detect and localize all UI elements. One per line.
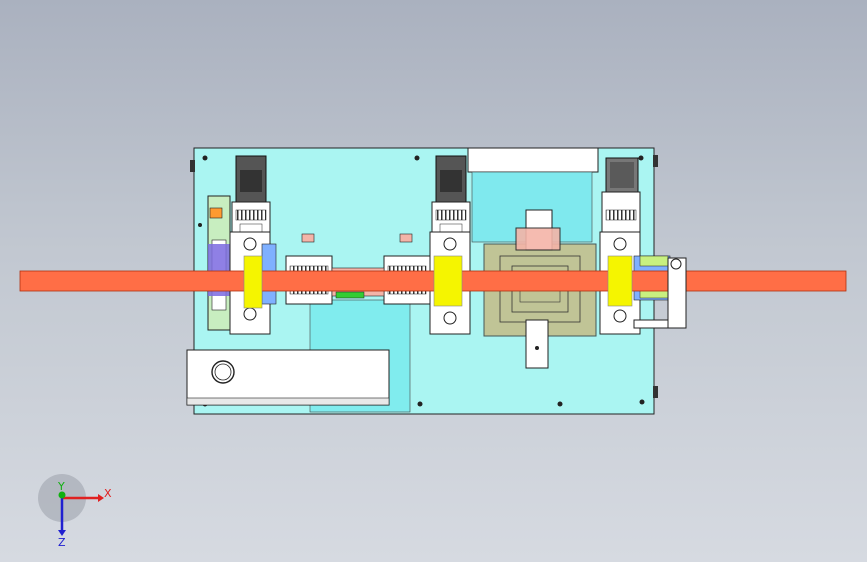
motor-middle <box>431 155 471 237</box>
tooling-block <box>483 209 597 369</box>
coordinate-triad: X Y Z <box>38 474 112 549</box>
roller-middle <box>433 255 463 307</box>
material-strip <box>19 270 847 292</box>
z-axis-label: Z <box>58 536 66 549</box>
exit-arm <box>633 257 687 329</box>
x-axis-label: X <box>104 487 112 500</box>
cover-box <box>186 349 390 406</box>
motor-left <box>231 155 271 237</box>
motor-right <box>601 157 641 233</box>
side-feet <box>190 155 658 398</box>
roller-right <box>607 255 633 307</box>
y-axis-marker <box>58 491 66 499</box>
y-axis-label: Y <box>57 480 65 493</box>
roller-left <box>243 255 263 309</box>
